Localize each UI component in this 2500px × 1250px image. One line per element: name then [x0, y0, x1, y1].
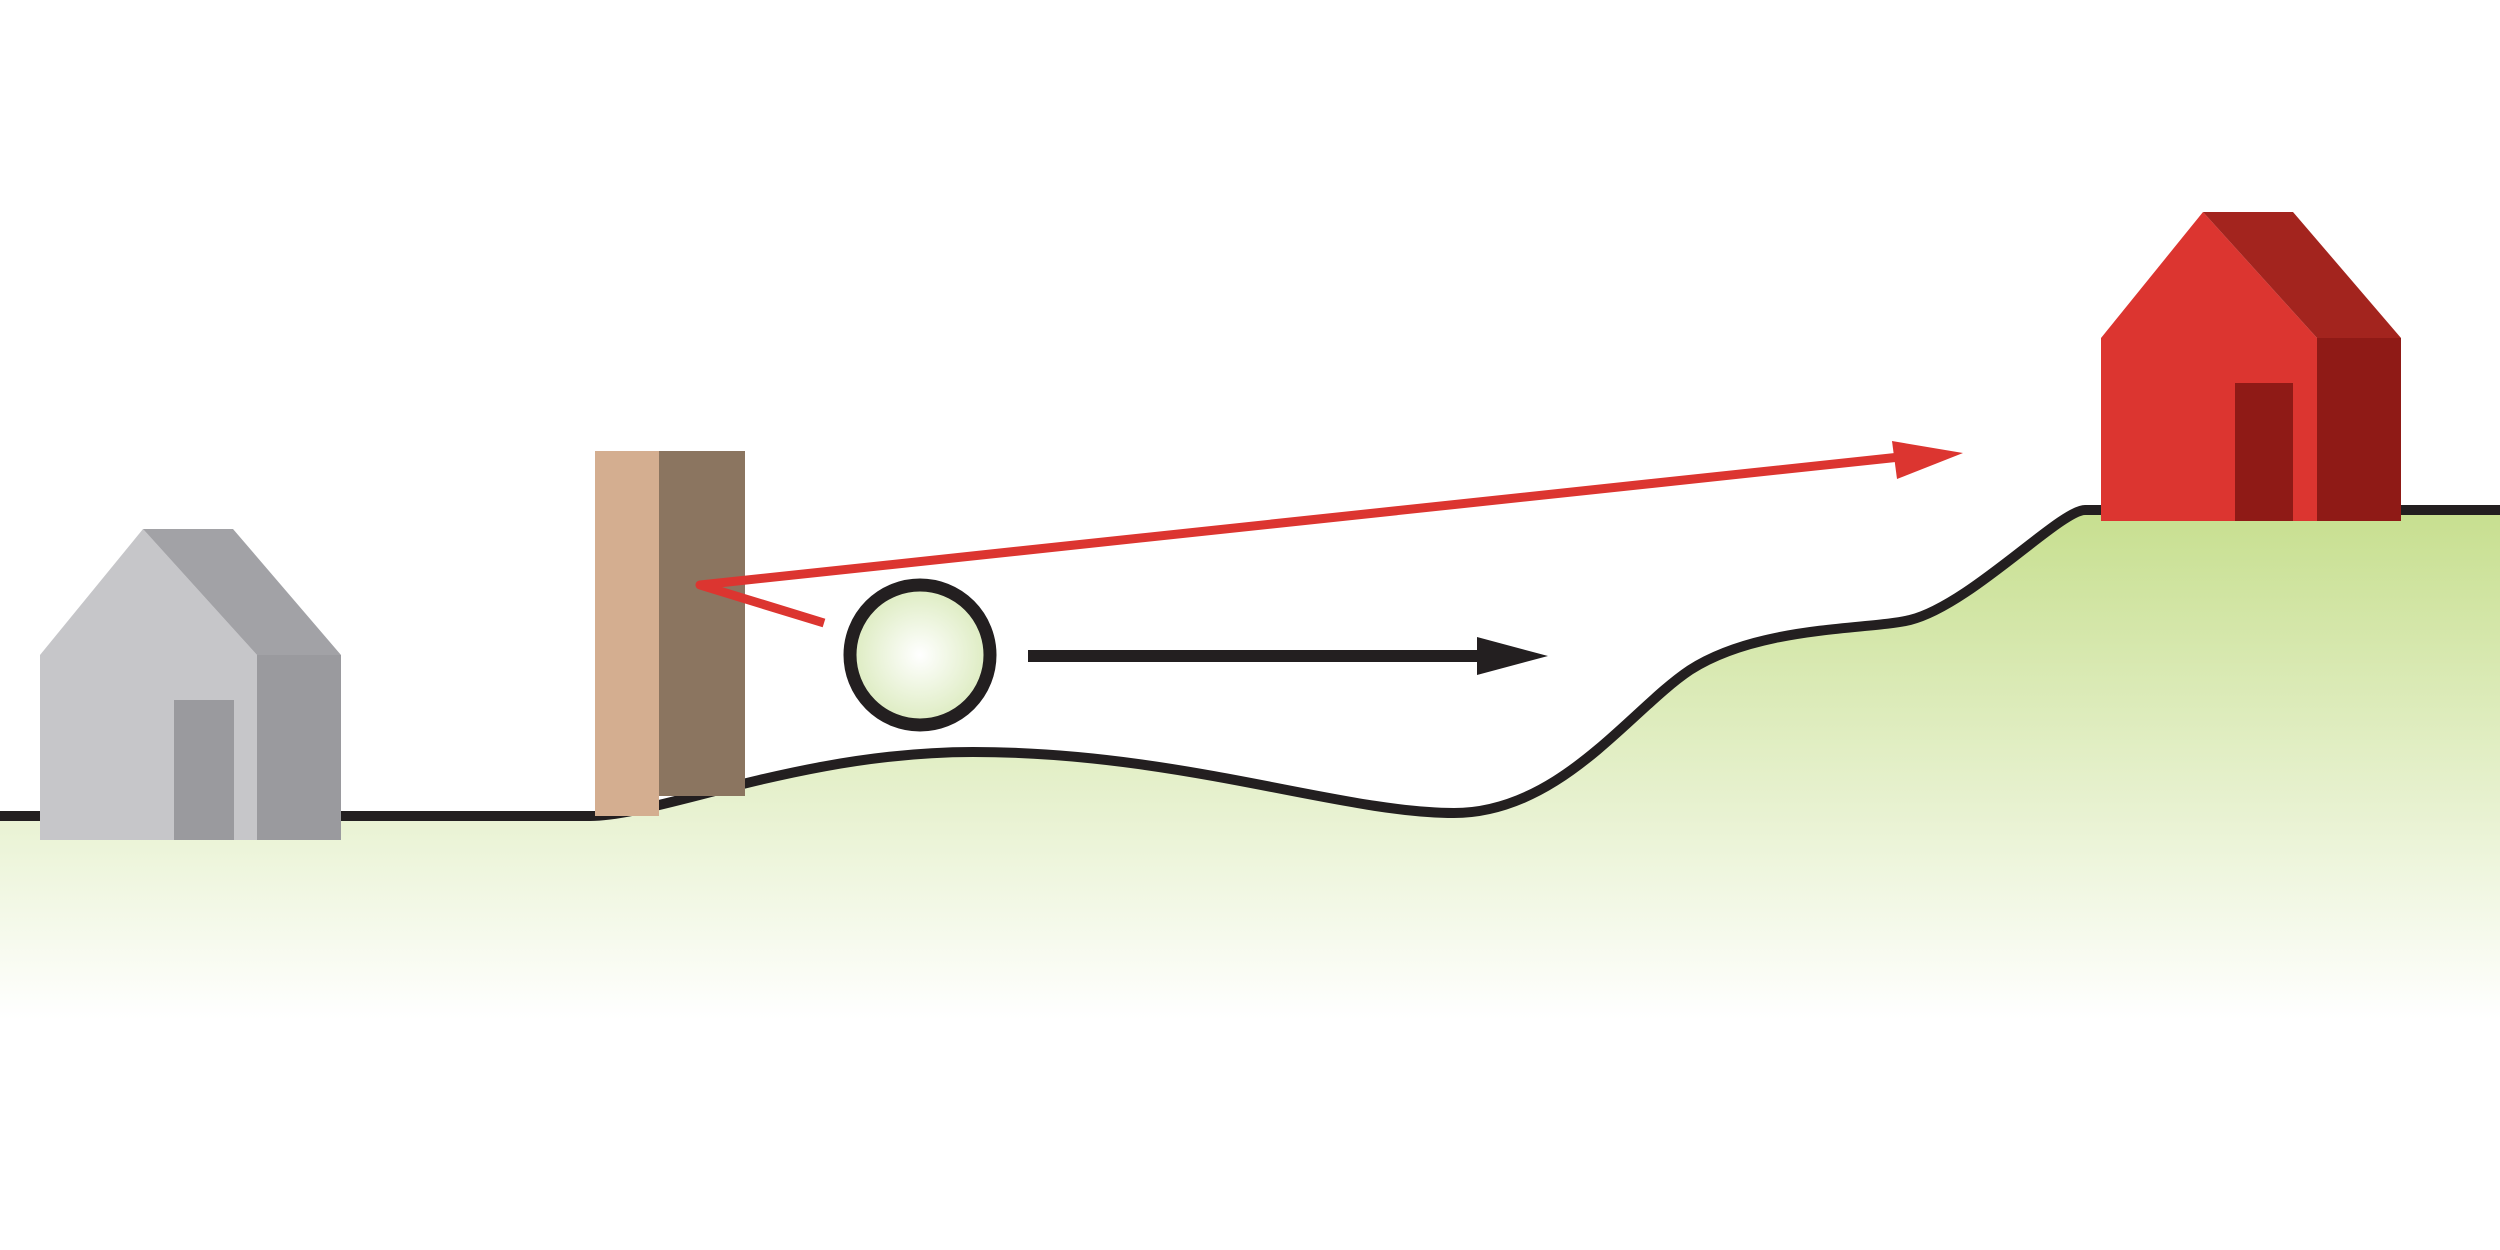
red-house-roof-side [2203, 212, 2401, 338]
red-house-door [2235, 383, 2293, 521]
gray-house [40, 529, 341, 840]
wall-front [595, 451, 659, 816]
gray-house-side [257, 655, 341, 840]
motion-arrow [1028, 637, 1548, 675]
deflection-arrow [695, 441, 1963, 628]
black-arrowhead-icon [1477, 637, 1548, 675]
ground-line [0, 505, 2500, 821]
red-house-side [2317, 338, 2401, 521]
ground-fill [0, 510, 2500, 1250]
gray-house-roof-side [143, 529, 341, 655]
red-house [2101, 212, 2401, 521]
ball [843, 578, 997, 732]
deflection-path [695, 452, 1901, 628]
red-arrowhead-icon [1892, 441, 1963, 479]
wall [595, 451, 745, 816]
wall-side [659, 451, 745, 796]
gray-house-door [174, 700, 234, 840]
